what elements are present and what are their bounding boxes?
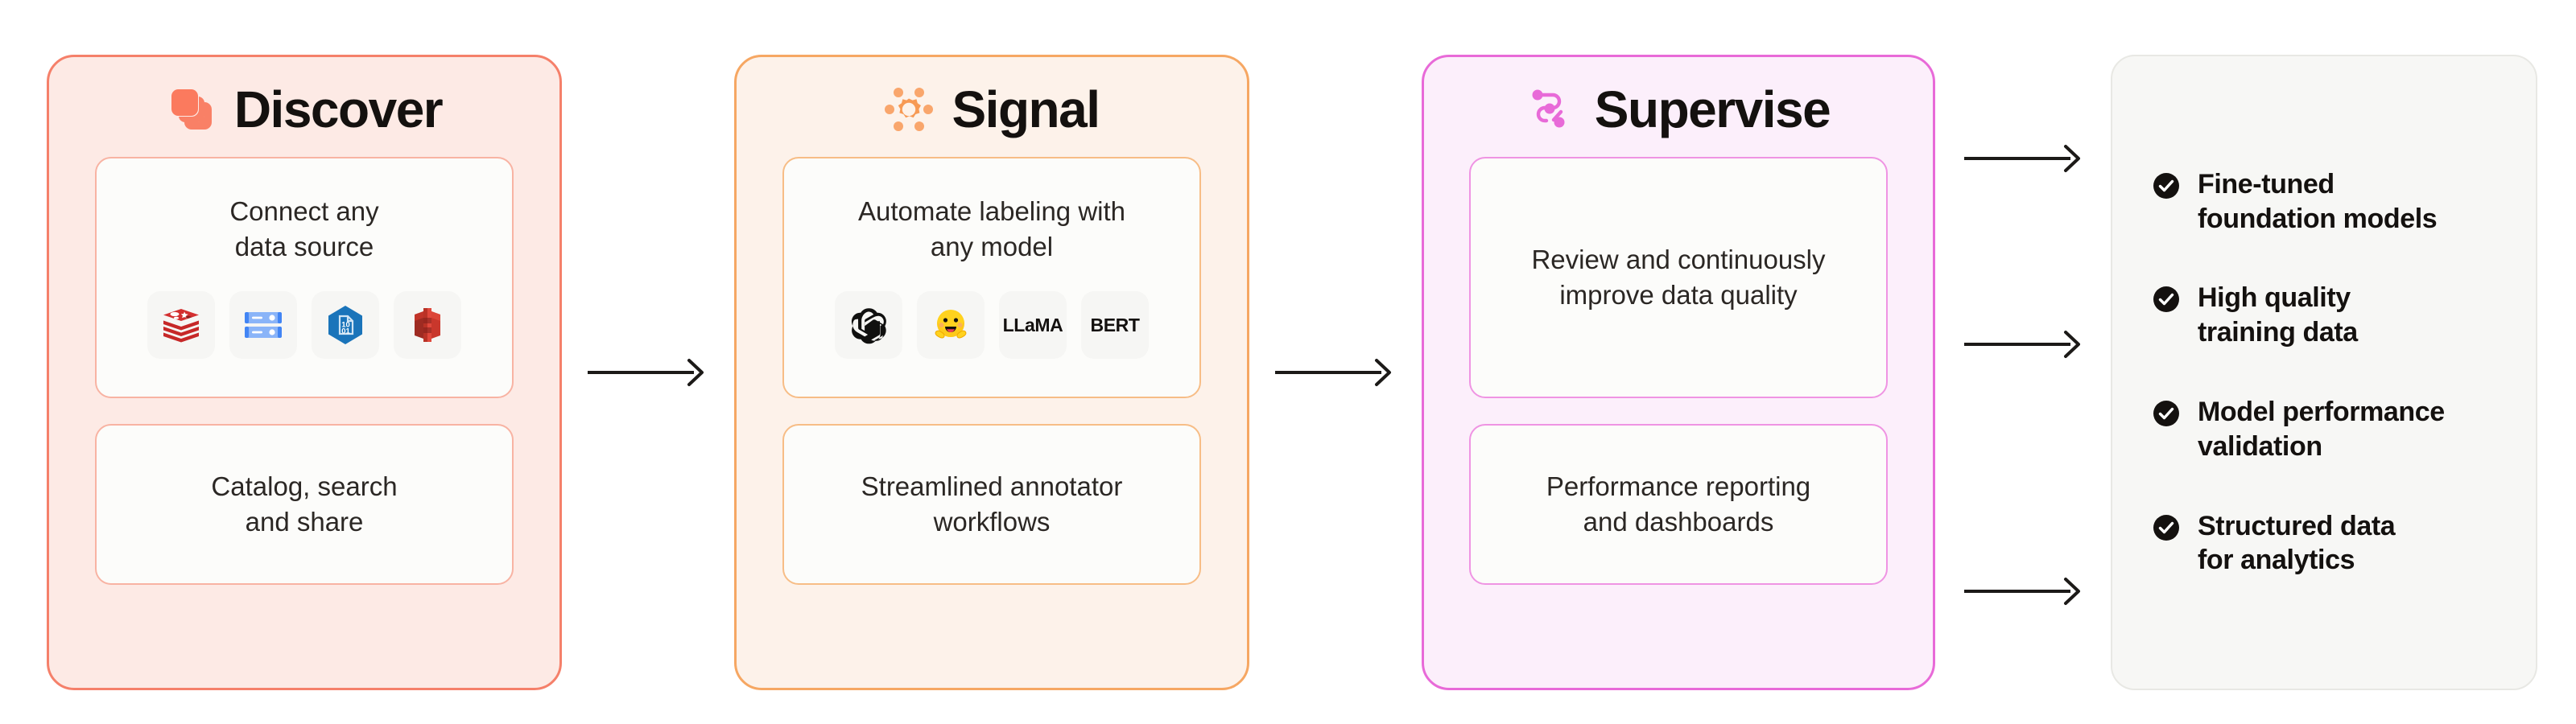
outcome-line: Structured data [2198, 510, 2396, 541]
card-supervise-review: Review and continuously improve data qua… [1469, 157, 1888, 398]
card-signal-workflows: Streamlined annotator workflows [782, 424, 1201, 585]
outcome-line: High quality [2198, 282, 2351, 314]
card-signal-automate: Automate labeling with any model [782, 157, 1201, 398]
redis-icon [159, 303, 203, 347]
svg-text:10: 10 [341, 321, 350, 330]
arrow-supervise-to-outcome-2 [1963, 326, 2085, 363]
logo-chip-bert[interactable]: BERT [1081, 291, 1149, 360]
logo-chip-redis[interactable] [147, 291, 215, 360]
bert-text-logo: BERT [1090, 314, 1140, 335]
outcomes-panel: Fine-tuned foundation models High qualit… [2111, 55, 2537, 690]
panel-header-signal: Signal [884, 62, 1100, 157]
outcome-line: foundation models [2198, 203, 2438, 234]
card-line: Streamlined annotator [861, 471, 1123, 502]
card-line: Catalog, search [211, 471, 398, 502]
arrow-supervise-to-outcome-1 [1963, 140, 2085, 177]
logo-chip-azure-blob-storage[interactable]: 10 01 [312, 291, 379, 360]
aws-redshift-icon [406, 303, 449, 347]
outcome-line: Fine-tuned [2198, 168, 2334, 200]
card-line: data source [234, 231, 374, 261]
logo-chip-aws-redshift[interactable] [394, 291, 461, 360]
logo-chip-openai[interactable] [835, 291, 902, 360]
outcome-label: High quality training data [2198, 281, 2358, 350]
outcome-line: validation [2198, 430, 2322, 462]
card-line: Automate labeling with [857, 196, 1126, 226]
list-item: Model performance validation [2151, 395, 2445, 464]
list-item: Fine-tuned foundation models [2151, 167, 2445, 237]
list-item: High quality training data [2151, 281, 2445, 350]
panel-header-supervise: Supervise [1527, 62, 1831, 157]
outcome-line: for analytics [2198, 545, 2355, 576]
data-source-logo-row: 10 01 [147, 291, 461, 360]
svg-text:01: 01 [341, 327, 350, 336]
arrow-discover-to-signal [586, 354, 708, 391]
card-line: any model [930, 231, 1054, 261]
outcome-line: training data [2198, 317, 2358, 348]
check-circle-icon [2151, 284, 2182, 319]
outcome-label: Structured data for analytics [2198, 509, 2396, 578]
outcome-label: Fine-tuned foundation models [2198, 167, 2438, 237]
logo-chip-cloud-sql-database[interactable] [229, 291, 297, 360]
check-circle-icon [2151, 171, 2182, 205]
check-circle-icon [2151, 512, 2182, 547]
card-line: improve data quality [1559, 280, 1798, 310]
card-line: Performance reporting [1546, 471, 1811, 502]
llama-text-logo: LLaMA [1002, 314, 1063, 335]
outcome-label: Model performance validation [2198, 395, 2445, 464]
card-discover-connect: Connect any data source [95, 157, 514, 398]
stage-title-supervise: Supervise [1594, 80, 1831, 138]
model-logo-row: LLaMA BERT [835, 291, 1149, 360]
arrow-supervise-to-outcome-3 [1963, 573, 2085, 610]
outcome-list: Fine-tuned foundation models High qualit… [2112, 167, 2445, 578]
cloud-sql-database-icon [242, 303, 285, 347]
card-line: and dashboards [1583, 507, 1774, 537]
card-supervise-reporting: Performance reporting and dashboards [1469, 424, 1888, 585]
logo-chip-llama[interactable]: LLaMA [999, 291, 1067, 360]
card-line: Connect any [229, 196, 379, 226]
stacked-squares-icon [167, 84, 217, 134]
card-line: Review and continuously [1531, 245, 1826, 275]
card-line: workflows [933, 507, 1051, 537]
arrow-signal-to-supervise [1274, 354, 1396, 391]
list-item: Structured data for analytics [2151, 509, 2445, 578]
gear-dots-icon [884, 84, 934, 134]
stage-title-discover: Discover [233, 80, 444, 138]
hugging-face-icon [930, 304, 972, 346]
panel-header-discover: Discover [167, 62, 444, 157]
node-graph-icon [1527, 84, 1577, 134]
outcome-line: Model performance [2198, 397, 2445, 427]
stage-panel-signal: Signal Automate labeling with any model [734, 55, 1249, 690]
openai-icon [848, 305, 889, 345]
card-line: and share [245, 507, 364, 537]
check-circle-icon [2151, 398, 2182, 433]
card-discover-catalog: Catalog, search and share [95, 424, 514, 585]
stage-title-signal: Signal [952, 80, 1100, 138]
azure-blob-storage-icon: 10 01 [324, 303, 367, 347]
logo-chip-hugging-face[interactable] [917, 291, 985, 360]
stage-panel-supervise: Supervise Review and continuously improv… [1422, 55, 1935, 690]
stage-panel-discover: Discover Connect any data source [47, 55, 562, 690]
